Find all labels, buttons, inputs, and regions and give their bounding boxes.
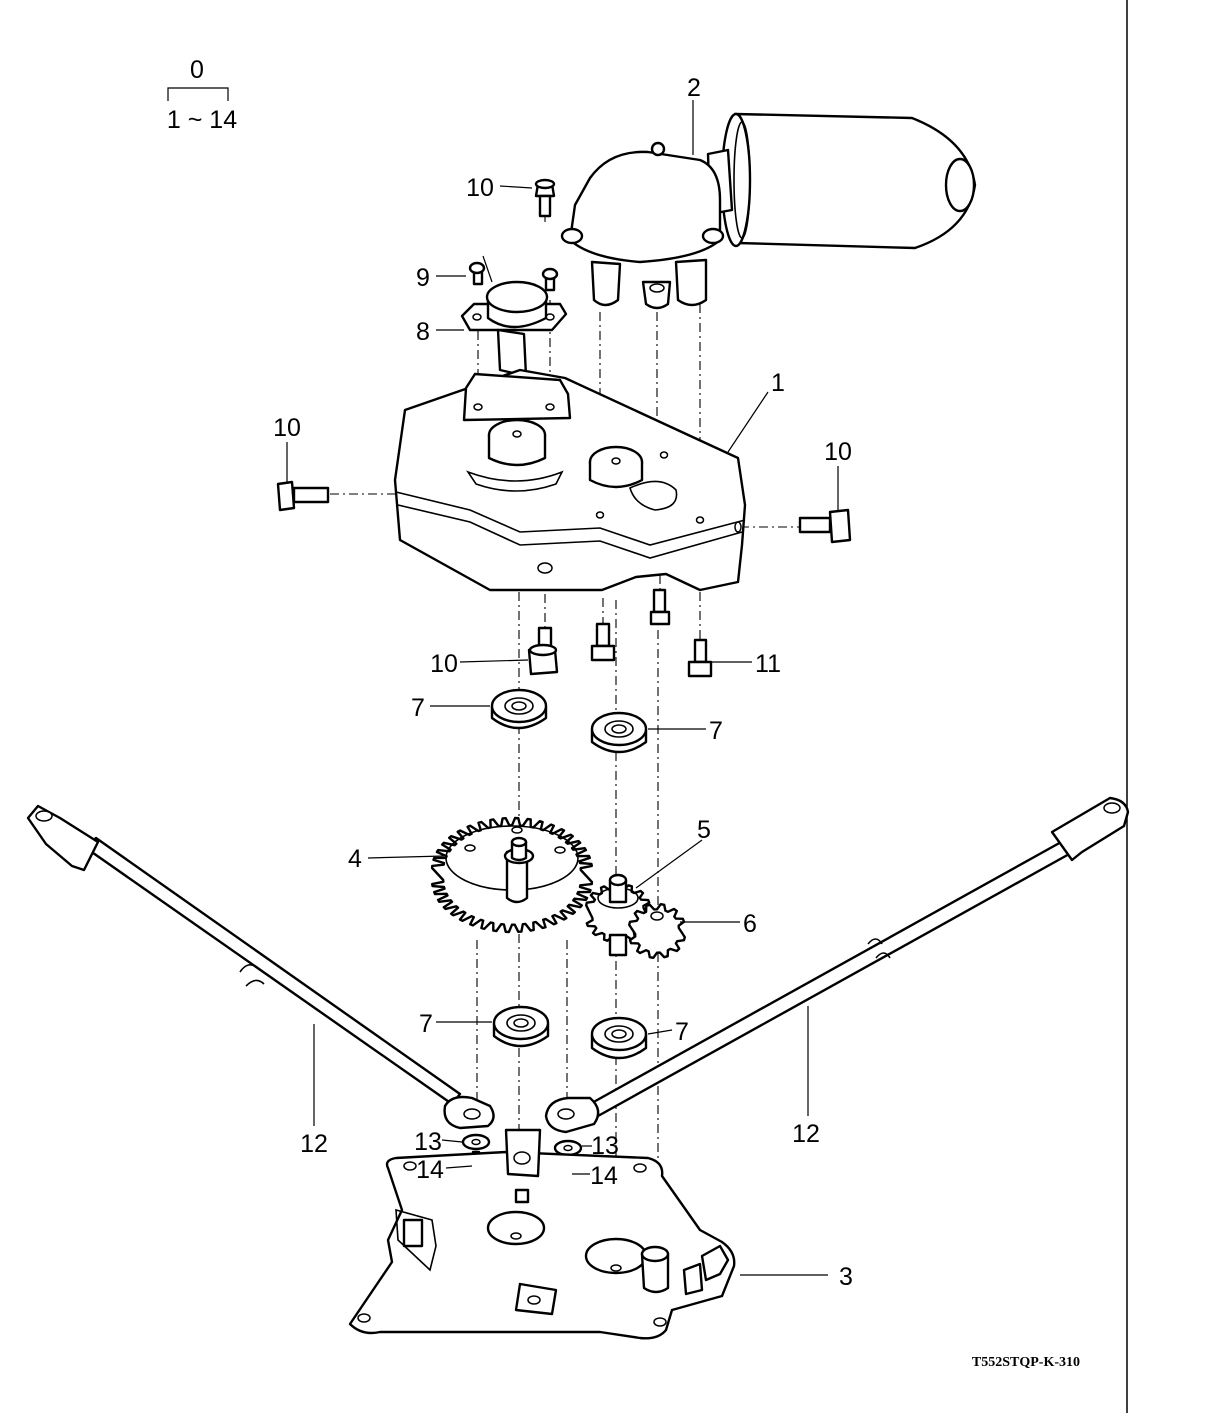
callout-7-d: 7 [675,1018,689,1046]
callout-12-left: 12 [300,1130,328,1158]
leader-lines [286,100,839,1276]
callout-12-right: 12 [792,1120,820,1148]
assembly-key-top: 0 [190,56,204,84]
linkage-rod-right [544,796,1130,1134]
callout-14-right: 14 [590,1162,618,1190]
callout-4: 4 [348,845,362,873]
screws-9 [468,255,559,292]
callout-10-top: 10 [466,174,494,202]
callout-13-right: 13 [591,1132,619,1160]
callout-11: 11 [755,650,781,678]
bolt-10-top [534,178,556,218]
callout-10-lower: 10 [430,650,458,678]
bearing-7-4 [590,1016,648,1060]
bearing-7-2 [590,711,648,754]
base-plate [348,1128,736,1340]
callout-6: 6 [743,910,757,938]
callout-10-right: 10 [824,438,852,466]
callout-9: 9 [416,264,430,292]
bearing-7-1 [490,688,548,730]
callout-3: 3 [839,1263,853,1291]
bearing-7-3 [492,1005,550,1048]
callout-7-a: 7 [411,694,425,722]
callout-7-c: 7 [419,1010,433,1038]
callout-10-left: 10 [273,414,301,442]
callout-labels: 2 10 9 8 1 10 10 10 11 7 7 5 4 6 7 7 12 … [273,74,853,1291]
callout-1: 1 [771,369,785,397]
bolt-10-lower [527,626,559,676]
gear-housing [393,368,747,592]
callout-2: 2 [687,74,701,102]
assembly-key: 0 1 ~ 14 [167,56,237,134]
callout-5: 5 [697,816,711,844]
large-gear [430,816,594,934]
bolt-10-right [798,508,852,544]
washers-13 [461,1133,583,1157]
wiper-motor [560,112,977,310]
callout-8: 8 [416,318,430,346]
pinion-gear-6 [628,903,686,959]
callout-14-left: 14 [416,1156,444,1184]
linkage-rod-left [26,804,495,1130]
switch-bracket [460,280,568,378]
bolt-11 [687,638,713,678]
callout-13-left: 13 [414,1128,442,1156]
bolt-10-left [276,480,330,512]
assembly-key-bottom: 1 ~ 14 [167,106,237,134]
figure-code: T552STQP-K-310 [972,1355,1080,1370]
bolt-11-middle [590,588,671,662]
callout-7-b: 7 [709,717,723,745]
